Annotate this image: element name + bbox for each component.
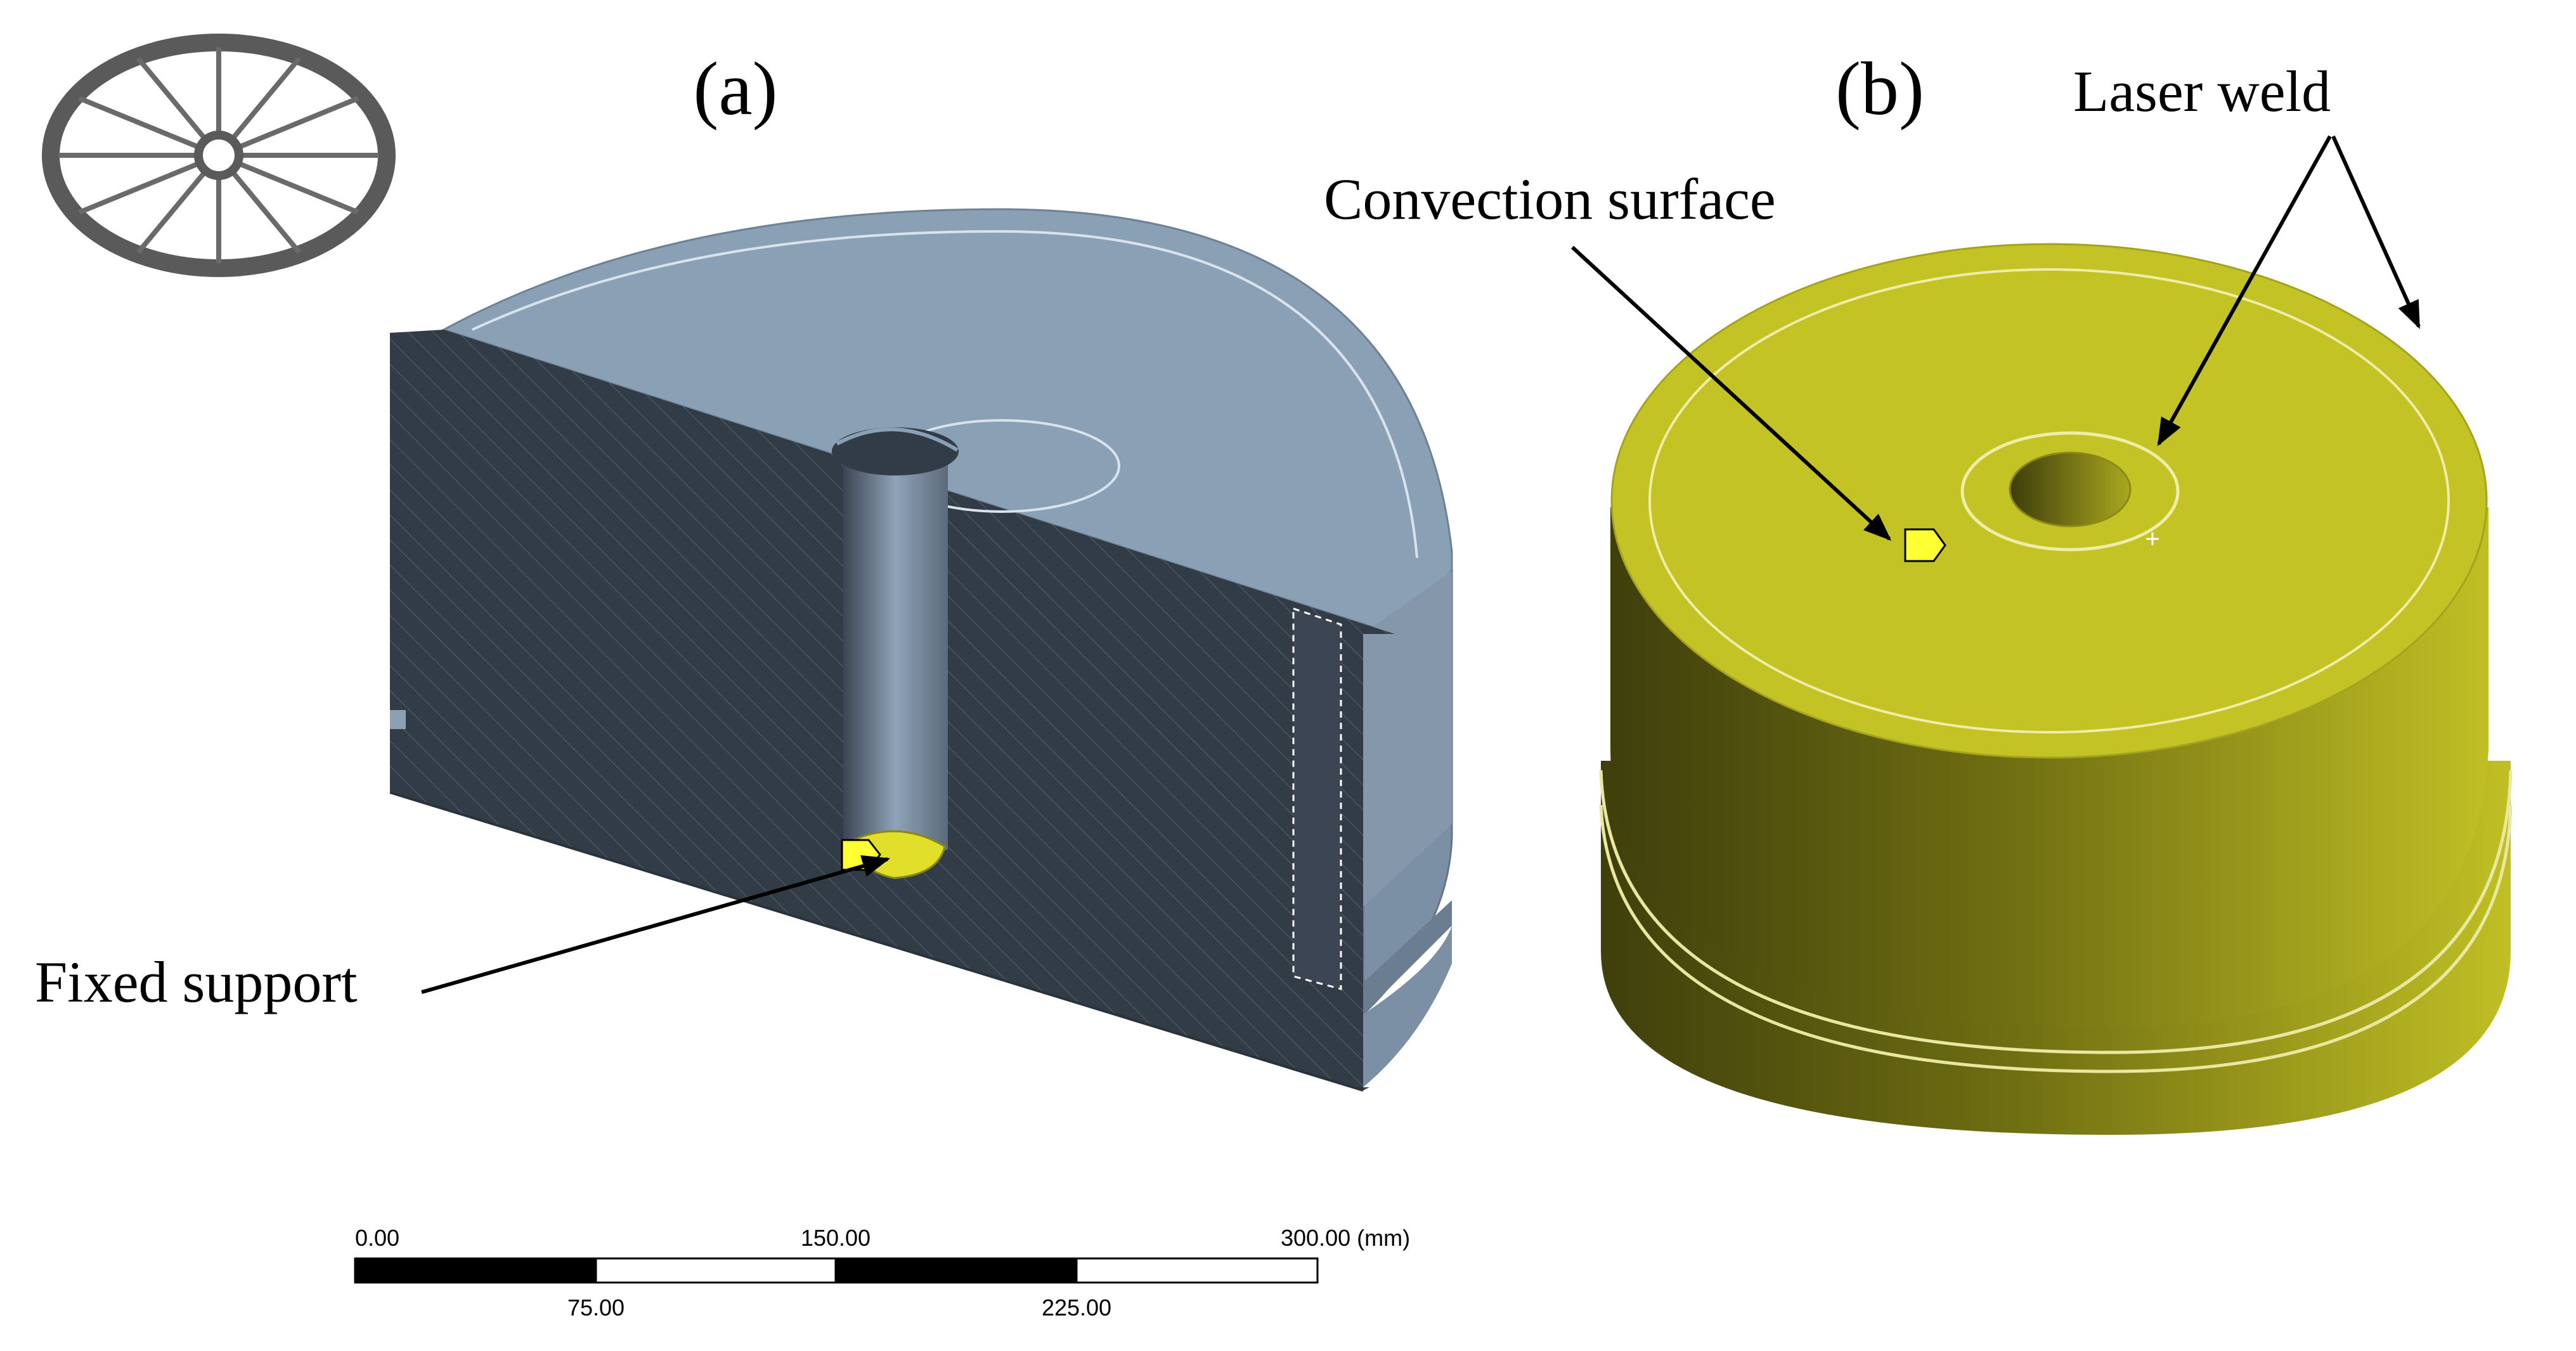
section-view-model [389, 208, 1453, 1092]
scale-label-75: 75.00 [567, 1295, 625, 1321]
full-model-yellow [1599, 243, 2513, 1135]
fixed-support-arrow [421, 855, 891, 994]
laser-weld-label: Laser weld [2073, 59, 2331, 124]
convection-surface-arrow [1570, 245, 1892, 541]
scale-label-225: 225.00 [1042, 1295, 1111, 1321]
scale-label-150: 150.00 [801, 1225, 871, 1251]
convection-surface-label: Convection surface [1324, 167, 1776, 231]
scale-bar: 0.00 150.00 300.00 (mm) 75.00 225.00 [354, 1225, 1410, 1321]
scale-label-300: 300.00 (mm) [1281, 1225, 1410, 1251]
scale-label-0: 0.00 [355, 1225, 399, 1251]
wheel-icon [42, 34, 396, 277]
laser-weld-arrow-inner [2157, 135, 2332, 446]
laser-weld-arrow-outer [2331, 135, 2421, 330]
panel-label-b: (b) [1835, 46, 1924, 131]
convection-surface-marker [1904, 528, 1946, 562]
panel-label-a: (a) [693, 46, 777, 131]
fixed-support-label: Fixed support [35, 950, 358, 1014]
